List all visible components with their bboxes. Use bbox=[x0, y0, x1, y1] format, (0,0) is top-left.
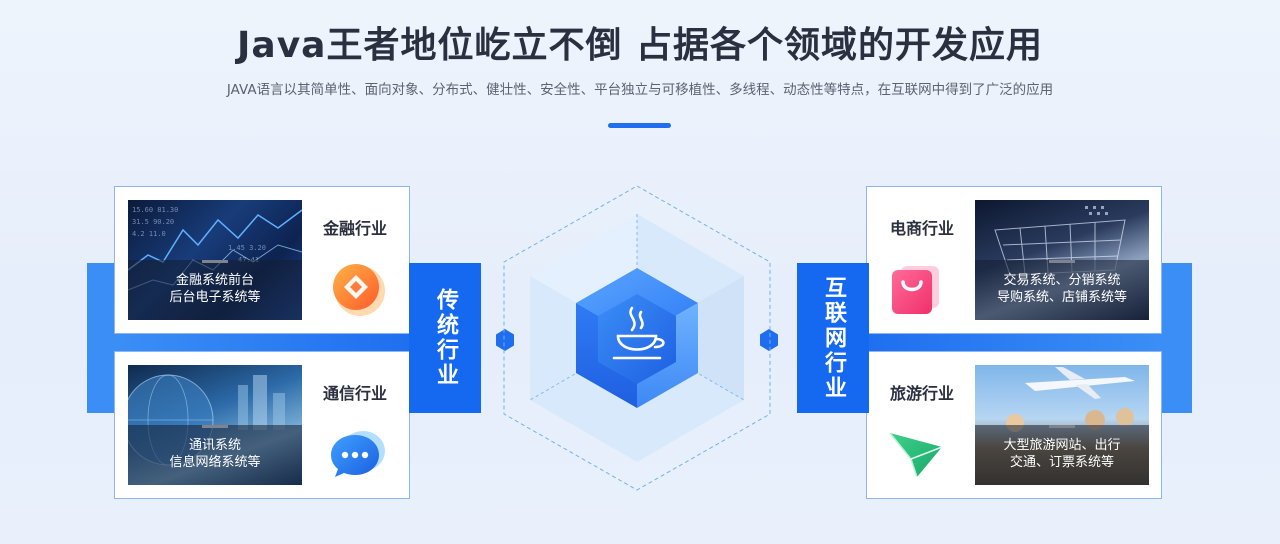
travel-caption: 大型旅游网站、出行 交通、订票系统等 bbox=[975, 425, 1149, 485]
card-travel[interactable]: 旅游行业 大型旅游网站、出行 交通、订票系统等 bbox=[866, 351, 1162, 499]
right-hex-dot bbox=[760, 329, 778, 351]
svg-text:1.45 3.20: 1.45 3.20 bbox=[228, 244, 266, 252]
svg-text:15.60 81.30: 15.60 81.30 bbox=[132, 206, 178, 214]
tab-traditional-industry[interactable]: 传统行业 bbox=[409, 263, 481, 413]
finance-caption: 金融系统前台 后台电子系统等 bbox=[128, 260, 302, 320]
chat-bubble-icon bbox=[329, 425, 387, 483]
coin-icon bbox=[329, 260, 387, 318]
tab-internet-industry[interactable]: 互联网行业 bbox=[797, 263, 869, 413]
center-java-graphic bbox=[500, 184, 775, 492]
shopping-bag-icon bbox=[887, 260, 945, 318]
svg-text:4.2 11.0: 4.2 11.0 bbox=[132, 230, 166, 238]
telecom-photo: 通讯系统 信息网络系统等 bbox=[128, 365, 302, 485]
right-band bbox=[1160, 263, 1192, 413]
left-hex-dot bbox=[496, 329, 514, 351]
svg-text:31.5 90.20: 31.5 90.20 bbox=[132, 218, 174, 226]
finance-label: 金融行业 bbox=[323, 219, 388, 238]
telecom-caption: 通讯系统 信息网络系统等 bbox=[128, 425, 302, 485]
page-subtitle: JAVA语言以其简单性、面向对象、分布式、健壮性、安全性、平台独立与可移植性、多… bbox=[226, 82, 1054, 98]
card-telecom[interactable]: 通讯系统 信息网络系统等 通信行业 bbox=[114, 351, 410, 499]
travel-photo: 大型旅游网站、出行 交通、订票系统等 bbox=[975, 365, 1149, 485]
title-underline bbox=[608, 123, 671, 128]
ecommerce-caption: 交易系统、分销系统 导购系统、店铺系统等 bbox=[975, 260, 1149, 320]
left-band bbox=[87, 263, 117, 413]
page-title: Java王者地位屹立不倒 占据各个领域的开发应用 bbox=[237, 25, 1043, 66]
paper-plane-icon bbox=[887, 425, 945, 483]
java-cup-icon bbox=[612, 306, 665, 360]
left-connector-band bbox=[117, 330, 417, 354]
ecommerce-label: 电商行业 bbox=[890, 219, 955, 238]
right-connector-band bbox=[860, 330, 1160, 354]
card-ecommerce[interactable]: 电商行业 交易系统、分销系统 导购系统、店铺系统等 bbox=[866, 186, 1162, 334]
travel-label: 旅游行业 bbox=[890, 384, 955, 403]
telecom-label: 通信行业 bbox=[323, 384, 388, 403]
ecommerce-photo: 交易系统、分销系统 导购系统、店铺系统等 bbox=[975, 200, 1149, 320]
